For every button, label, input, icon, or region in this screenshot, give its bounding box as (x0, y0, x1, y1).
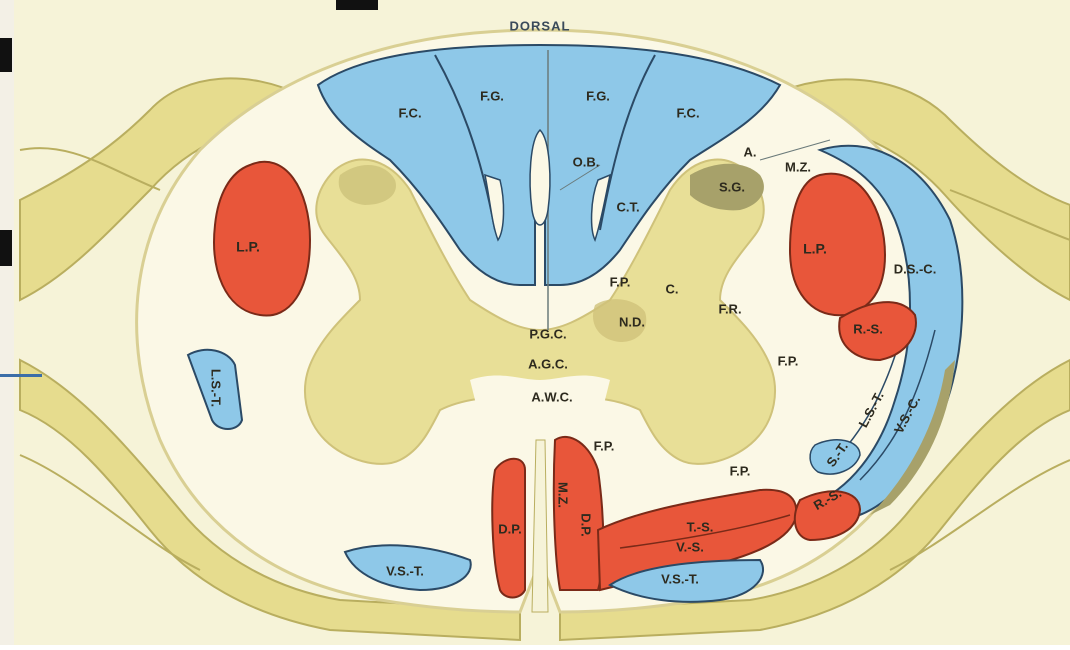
label-fp-upper: F.P. (610, 274, 631, 289)
label-dsc: D.S.-C. (894, 261, 937, 276)
oval-bundle (530, 130, 550, 225)
label-fg-left: F.G. (480, 88, 504, 103)
left-edge-bar-top (0, 38, 12, 72)
label-lp-right: L.P. (803, 241, 827, 257)
left-edge-line (0, 374, 42, 377)
label-fp-right: F.P. (778, 353, 799, 368)
label-fc-left: F.C. (398, 105, 421, 120)
label-vst-right: V.S.-T. (661, 571, 699, 586)
label-fc-right: F.C. (676, 105, 699, 120)
label-c: C. (666, 281, 679, 296)
label-ts: T.-S. (687, 519, 714, 534)
label-vs: V.-S. (676, 539, 704, 554)
label-mz-lower: M.Z. (556, 482, 571, 508)
label-lp-left: L.P. (236, 239, 260, 255)
label-fr: F.R. (718, 301, 741, 316)
label-sg: S.G. (719, 179, 745, 194)
label-fp-lower2: F.P. (730, 463, 751, 478)
label-mz: M.Z. (785, 159, 811, 174)
label-pgc: P.G.C. (529, 326, 566, 341)
label-a: A. (744, 144, 757, 159)
top-edge-bar (336, 0, 378, 10)
label-dp-left: D.P. (498, 521, 522, 536)
label-dp-right: D.P. (579, 513, 594, 537)
diagram-title: DORSAL (510, 18, 571, 33)
label-rs-upper: R.-S. (853, 321, 883, 336)
label-fp-lower: F.P. (594, 438, 615, 453)
label-ct: C.T. (616, 199, 639, 214)
left-lateral-pyramidal-tract (214, 162, 310, 316)
left-edge-bar-middle (0, 230, 12, 266)
label-nd: N.D. (619, 314, 645, 329)
label-vst-left: V.S.-T. (386, 563, 424, 578)
label-lst-left: L.S.-T. (209, 369, 224, 407)
label-ob: O.B. (573, 154, 600, 169)
label-agc: A.G.C. (528, 356, 568, 371)
label-awc: A.W.C. (531, 389, 572, 404)
label-fg-right: F.G. (586, 88, 610, 103)
